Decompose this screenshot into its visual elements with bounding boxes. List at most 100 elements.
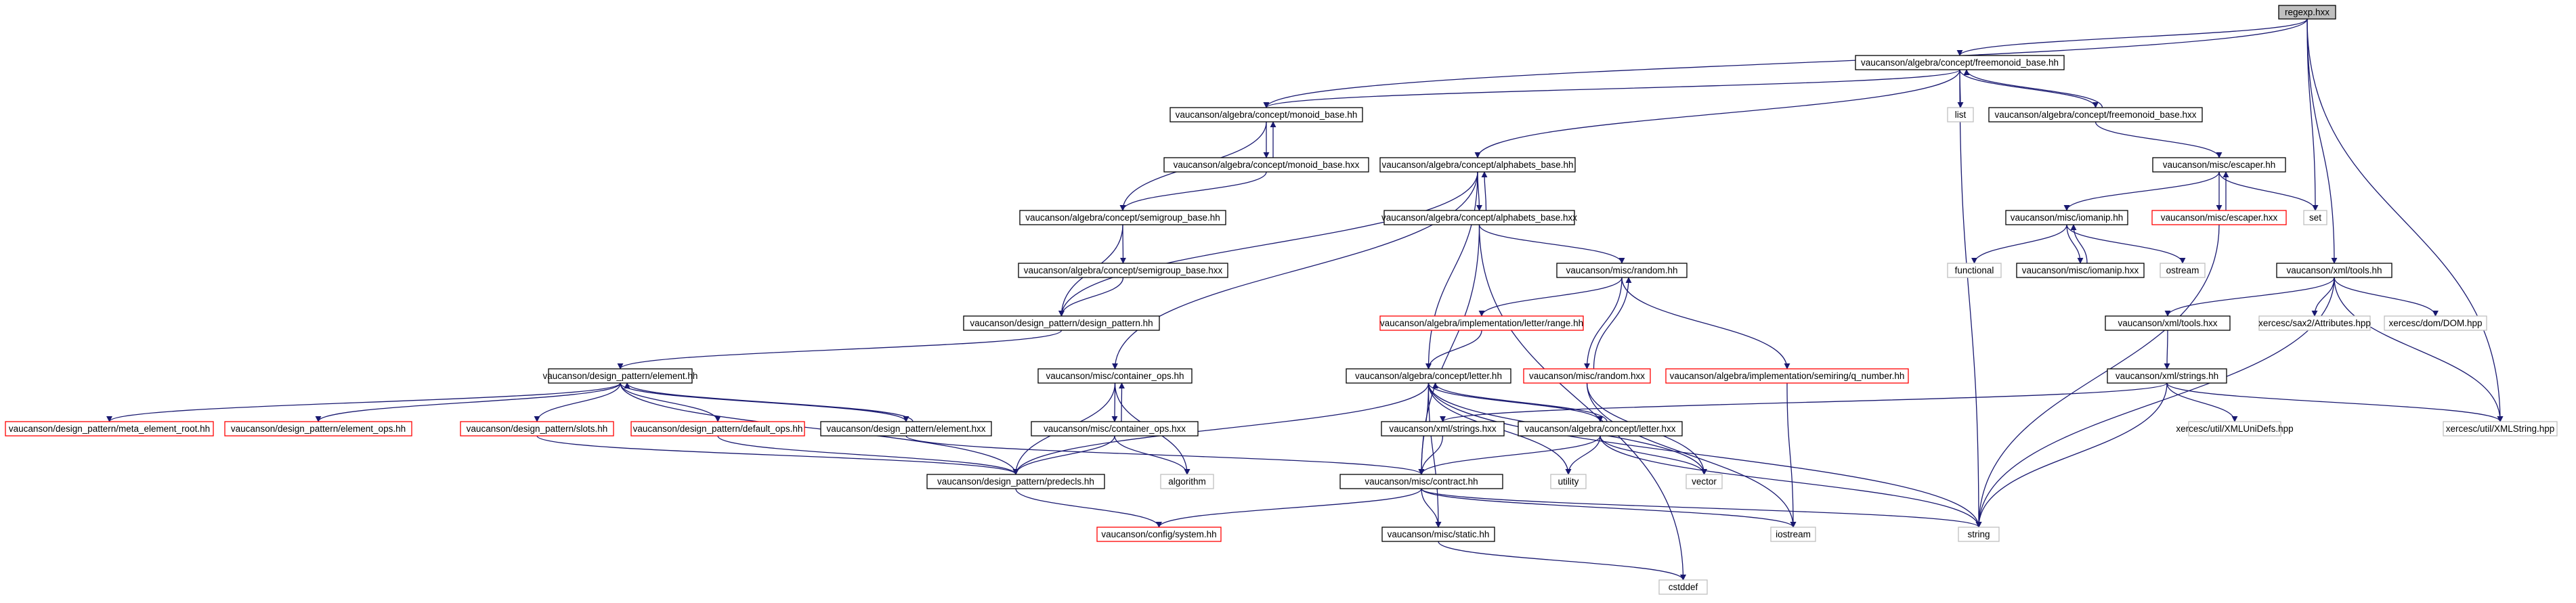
node-monoid-base-hh[interactable]: vaucanson/algebra/concept/monoid_base.hh xyxy=(1169,107,1363,122)
node-label: vaucanson/misc/escaper.hxx xyxy=(2161,213,2278,223)
node-label: vaucanson/misc/static.hh xyxy=(1388,529,1490,539)
node-random-hxx[interactable]: vaucanson/misc/random.hxx xyxy=(1523,368,1651,384)
node-algorithm: algorithm xyxy=(1160,474,1214,489)
node-system-hh[interactable]: vaucanson/config/system.hh xyxy=(1096,527,1222,542)
edge-iomanip_hh-to-functional xyxy=(1971,224,2067,264)
node-element-ops-hh[interactable]: vaucanson/design_pattern/element_ops.hh xyxy=(224,421,412,437)
node-xml-strings-hxx[interactable]: vaucanson/xml/strings.hxx xyxy=(1381,421,1505,437)
node-freemonoid-base-hxx[interactable]: vaucanson/algebra/concept/freemonoid_bas… xyxy=(1988,107,2203,122)
node-box xyxy=(1018,263,1228,278)
node-slots-hh[interactable]: vaucanson/design_pattern/slots.hh xyxy=(460,421,614,437)
edge-xml_tools_hh-to-xml_string_hpp xyxy=(2334,277,2504,422)
node-label: vaucanson/algebra/concept/freemonoid_bas… xyxy=(1861,58,2059,68)
node-semigroup-base-hh[interactable]: vaucanson/algebra/concept/semigroup_base… xyxy=(1019,210,1226,225)
node-meta-element-root-hh[interactable]: vaucanson/design_pattern/meta_element_ro… xyxy=(5,421,214,437)
node-escaper-hxx[interactable]: vaucanson/misc/escaper.hxx xyxy=(2151,210,2287,225)
node-label: vaucanson/xml/strings.hh xyxy=(2116,371,2218,381)
node-box xyxy=(1379,157,1576,173)
node-xml-tools-hh[interactable]: vaucanson/xml/tools.hh xyxy=(2276,263,2392,278)
edge-container_ops_hxx-to-algorithm xyxy=(1114,435,1190,475)
node-escaper-hh[interactable]: vaucanson/misc/escaper.hh xyxy=(2152,157,2286,173)
node-regexp-hxx[interactable]: regexp.hxx xyxy=(2278,5,2336,20)
node-label: xercesc/sax2/Attributes.hpp xyxy=(2258,318,2371,328)
edge-letter_hxx-to-letter_hh xyxy=(1432,382,1608,422)
edge-iomanip_hxx-to-iomanip_hh xyxy=(2070,224,2088,264)
node-xml-tools-hxx[interactable]: vaucanson/xml/tools.hxx xyxy=(2105,315,2231,331)
node-box xyxy=(1523,368,1651,384)
node-label: regexp.hxx xyxy=(2285,7,2330,18)
node-element-hxx[interactable]: vaucanson/design_pattern/element.hxx xyxy=(820,421,992,437)
node-iomanip-hxx[interactable]: vaucanson/misc/iomanip.hxx xyxy=(2016,263,2145,278)
node-alphabets-base-hh[interactable]: vaucanson/algebra/concept/alphabets_base… xyxy=(1379,157,1576,173)
node-static-hh[interactable]: vaucanson/misc/static.hh xyxy=(1381,527,1495,542)
node-box xyxy=(2151,210,2287,225)
node-iomanip-hh[interactable]: vaucanson/misc/iomanip.hh xyxy=(2005,210,2128,225)
node-design-pattern-hh[interactable]: vaucanson/design_pattern/design_pattern.… xyxy=(963,315,1160,331)
node-box xyxy=(1381,527,1495,542)
node-predecls-hh[interactable]: vaucanson/design_pattern/predecls.hh xyxy=(926,474,1105,489)
edge-freemonoid_base_hh-to-monoid_base_hh xyxy=(1263,69,1960,108)
edge-element_hxx-to-element_hh xyxy=(624,382,914,422)
edge-element_hh-to-slots_hh xyxy=(534,382,621,422)
node-box xyxy=(1988,107,2203,122)
node-contract-hh[interactable]: vaucanson/misc/contract.hh xyxy=(1339,474,1503,489)
node-box xyxy=(1855,55,2065,70)
node-box xyxy=(926,474,1105,489)
node-label: vaucanson/algebra/implementation/semirin… xyxy=(1670,371,1905,381)
node-label: functional xyxy=(1955,265,1994,275)
edge-xml_tools_hxx-to-xml_strings_hh xyxy=(2164,330,2170,370)
node-label: vaucanson/xml/strings.hxx xyxy=(1389,424,1497,434)
edge-alphabets_base_hxx-to-contract_hh xyxy=(1418,224,1480,475)
node-semigroup-base-hxx[interactable]: vaucanson/algebra/concept/semigroup_base… xyxy=(1018,263,1228,278)
edge-element_hh-to-default_ops_hh xyxy=(620,382,721,422)
node-dom-hpp: xercesc/dom/DOM.hpp xyxy=(2384,315,2487,331)
edge-letter_hh-to-static_hh xyxy=(1427,382,1442,528)
node-freemonoid-base-hh[interactable]: vaucanson/algebra/concept/freemonoid_bas… xyxy=(1855,55,2065,70)
node-label: xercesc/dom/DOM.hpp xyxy=(2388,318,2482,328)
node-q-number-hh[interactable]: vaucanson/algebra/implementation/semirin… xyxy=(1665,368,1909,384)
node-letter-range-hh[interactable]: vaucanson/algebra/implementation/letter/… xyxy=(1379,315,1584,331)
node-letter-hh[interactable]: vaucanson/algebra/concept/letter.hh xyxy=(1346,368,1511,384)
edge-letter_hh-to-string xyxy=(1427,382,1982,528)
node-label: vaucanson/misc/container_ops.hxx xyxy=(1044,424,1186,434)
node-utility: utility xyxy=(1550,474,1587,489)
node-xml-strings-hh[interactable]: vaucanson/xml/strings.hh xyxy=(2107,368,2227,384)
edge-xml_tools_hh-to-string xyxy=(1975,277,2335,528)
node-alphabets-base-hxx[interactable]: vaucanson/algebra/concept/alphabets_base… xyxy=(1381,210,1577,225)
edge-letter_hh-to-letter_hxx xyxy=(1427,382,1604,422)
edge-escaper_hh-to-set xyxy=(2218,171,2319,211)
node-box xyxy=(5,421,214,437)
edge-letter_hxx-to-string xyxy=(1600,435,1982,528)
edge-contract_hh-to-iostream xyxy=(1421,488,1797,528)
node-label: vaucanson/misc/container_ops.hh xyxy=(1046,371,1184,381)
edge-xml_strings_hh-to-xml_uni_defs xyxy=(2166,382,2238,422)
node-element-hh[interactable]: vaucanson/design_pattern/element.hh xyxy=(543,368,698,384)
node-xml-string-hpp: xercesc/util/XMLString.hpp xyxy=(2443,421,2558,437)
node-container-ops-hh[interactable]: vaucanson/misc/container_ops.hh xyxy=(1037,368,1193,384)
node-box xyxy=(2107,368,2227,384)
node-label: vaucanson/misc/iomanip.hxx xyxy=(2022,265,2139,275)
node-monoid-base-hxx[interactable]: vaucanson/algebra/concept/monoid_base.hx… xyxy=(1163,157,1369,173)
edge-xml_tools_hh-to-dom_hpp xyxy=(2334,277,2439,317)
edge-random_hh-to-letter_range_hh xyxy=(1478,277,1623,317)
edge-letter_hh-to-predecls_hh xyxy=(1012,382,1430,475)
node-label: vaucanson/design_pattern/element_ops.hh xyxy=(231,424,406,434)
edge-predecls_hh-to-system_hh xyxy=(1015,488,1162,528)
node-label: iostream xyxy=(1776,529,1811,539)
node-label: vaucanson/design_pattern/element.hxx xyxy=(827,424,986,434)
node-label: vaucanson/misc/random.hxx xyxy=(1529,371,1645,381)
edge-monoid_base_hxx-to-semigroup_base_hh xyxy=(1119,171,1267,211)
node-box xyxy=(1379,315,1584,331)
edge-regexp_hxx-to-xml_tools_hh xyxy=(2306,18,2338,264)
edge-xml_strings_hxx-to-contract_hh xyxy=(1418,435,1444,475)
edge-container_ops_hxx-to-container_ops_hh xyxy=(1118,382,1125,422)
node-random-hh[interactable]: vaucanson/misc/random.hh xyxy=(1556,263,1688,278)
node-letter-hxx[interactable]: vaucanson/algebra/concept/letter.hxx xyxy=(1518,421,1683,437)
edge-contract_hh-to-string xyxy=(1421,488,1982,528)
node-box xyxy=(1169,107,1363,122)
node-box xyxy=(1947,263,2002,278)
node-container-ops-hxx[interactable]: vaucanson/misc/container_ops.hxx xyxy=(1031,421,1199,437)
node-label: ostream xyxy=(2166,265,2199,275)
node-default-ops-hh[interactable]: vaucanson/design_pattern/default_ops.hh xyxy=(630,421,805,437)
node-box xyxy=(2188,421,2281,437)
